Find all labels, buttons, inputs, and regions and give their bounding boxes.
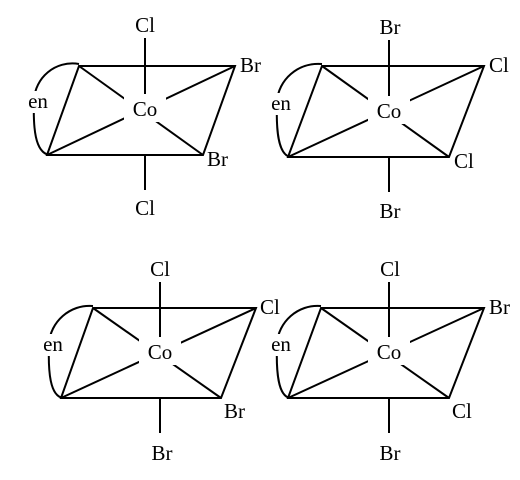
bottom-ligand-label: Br xyxy=(152,441,173,465)
bottom-ligand-label: Br xyxy=(380,199,401,223)
top-ligand-label: Br xyxy=(380,15,401,39)
en-label: en xyxy=(271,91,291,115)
center-atom-label: Co xyxy=(148,340,173,364)
right-top-ligand-label: Cl xyxy=(489,53,509,77)
center-atom-label: Co xyxy=(377,340,402,364)
en-label: en xyxy=(28,89,48,113)
en-label: en xyxy=(43,332,63,356)
center-atom-label: Co xyxy=(133,97,158,121)
en-label: en xyxy=(271,332,291,356)
right-bottom-ligand-label: Cl xyxy=(454,149,474,173)
structure-2: Co en Br Br Cl Cl xyxy=(268,15,509,223)
right-top-ligand-label: Br xyxy=(489,295,510,319)
bottom-ligand-label: Br xyxy=(380,441,401,465)
structure-1: Co en Cl Cl Br Br xyxy=(25,13,261,220)
top-ligand-label: Cl xyxy=(135,13,155,37)
top-ligand-label: Cl xyxy=(150,257,170,281)
structure-4: Co en Cl Br Br Cl xyxy=(268,257,510,465)
center-atom-label: Co xyxy=(377,99,402,123)
right-bottom-ligand-label: Br xyxy=(207,147,228,171)
right-top-ligand-label: Cl xyxy=(260,295,280,319)
top-ligand-label: Cl xyxy=(380,257,400,281)
right-top-ligand-label: Br xyxy=(240,53,261,77)
right-bottom-ligand-label: Cl xyxy=(452,399,472,423)
structure-3: Co en Cl Br Cl Br xyxy=(40,257,280,465)
right-bottom-ligand-label: Br xyxy=(224,399,245,423)
bottom-ligand-label: Cl xyxy=(135,196,155,220)
